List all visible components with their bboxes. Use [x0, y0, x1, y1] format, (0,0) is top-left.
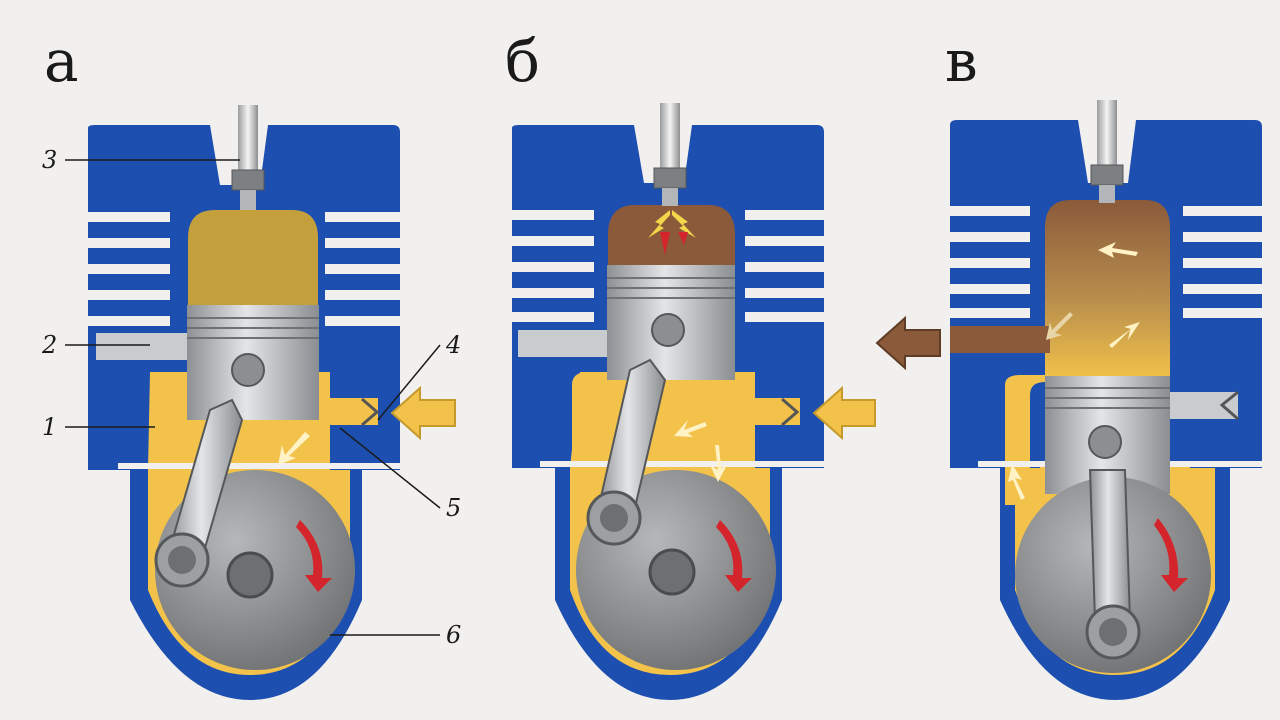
panel-b [512, 103, 876, 700]
spark-plug [1090, 100, 1124, 203]
flow-arrow-transfer [1008, 464, 1025, 500]
intake-reed-valve [361, 397, 380, 427]
rotation-arrow [716, 520, 752, 592]
piston [187, 305, 319, 420]
flow-arrow-up [1109, 322, 1140, 348]
connecting-rod [154, 398, 244, 588]
callout-3: 3 [42, 146, 58, 174]
exhaust-arrow [875, 315, 941, 371]
flow-arrow-transfer [674, 420, 707, 437]
exhaust-port [518, 330, 610, 357]
callout-4: 4 [446, 331, 462, 359]
piston [607, 265, 735, 380]
crankcase-joint [118, 463, 402, 469]
intake-reed-valve [1219, 390, 1239, 421]
cooling-fins-left [950, 206, 1030, 318]
connecting-rod [586, 358, 667, 546]
cooling-fins-right [745, 210, 825, 322]
crankcase-joint [540, 461, 824, 467]
crankshaft-axle [648, 548, 696, 596]
cooling-fins-left [88, 212, 170, 326]
connecting-rod [1085, 469, 1141, 660]
callout-6: 6 [446, 621, 462, 649]
ignition-spark [648, 210, 696, 255]
transfer-channel [572, 372, 612, 505]
leader-lines [65, 159, 441, 636]
exhaust-port [96, 333, 188, 360]
intake-reed-valve [781, 397, 800, 427]
flow-arrow-exhaust [1046, 312, 1073, 340]
callout-5: 5 [446, 494, 462, 522]
crankshaft-axle [226, 551, 274, 599]
panel-title-a: а [44, 27, 79, 95]
rotation-arrow [296, 520, 332, 592]
combustion-chamber [188, 210, 318, 310]
spark-plug [653, 103, 687, 206]
transfer-channel [150, 372, 190, 505]
callout-2: 2 [42, 331, 58, 359]
flow-arrow-swirl [1098, 242, 1138, 258]
spark-plug [231, 105, 265, 210]
panel-title-b: б [505, 27, 540, 95]
intake-arrow [812, 385, 876, 441]
cooling-fins-right [1183, 206, 1263, 318]
cooling-fins-right [325, 212, 401, 326]
rotation-arrow [1154, 518, 1188, 592]
combustion-chamber [608, 205, 735, 275]
panel-a [65, 105, 456, 700]
cylinder-gas [1045, 200, 1170, 380]
panel-title-c: в [945, 27, 978, 95]
intake-arrow [390, 385, 456, 441]
flow-arrow-down [710, 445, 727, 482]
cooling-fins-left [512, 210, 594, 322]
exhaust-port-open [950, 326, 1050, 353]
intake-port-closed [1170, 392, 1238, 419]
flow-arrow [278, 432, 310, 465]
panel-c [875, 100, 1263, 700]
callout-1: 1 [42, 413, 58, 441]
